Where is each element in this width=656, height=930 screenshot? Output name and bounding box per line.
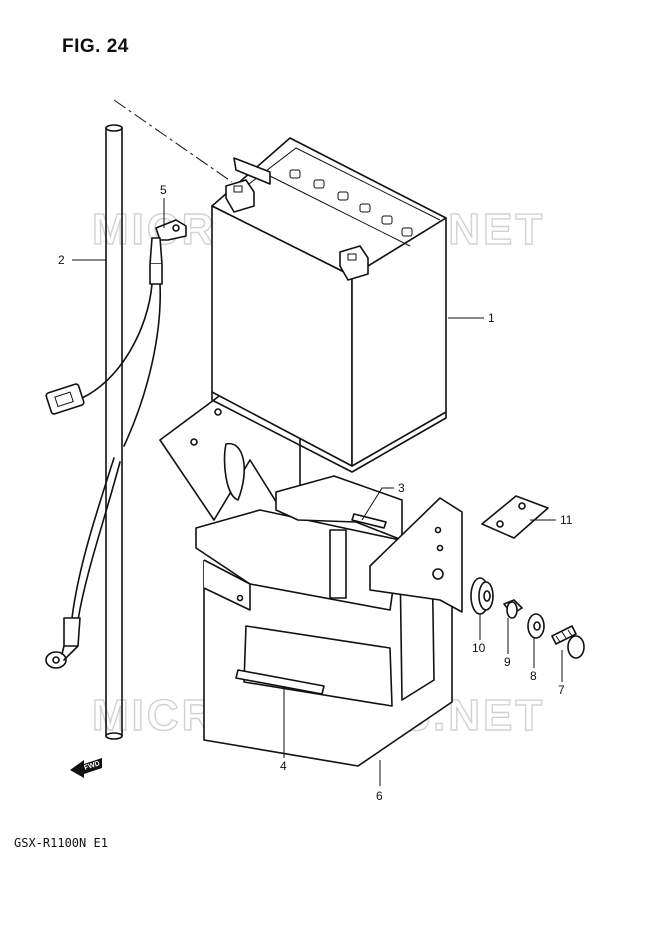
spacer (503, 599, 523, 619)
callout-7: 7 (558, 683, 565, 697)
battery-cushion (235, 669, 325, 695)
breather-hose (105, 124, 123, 740)
plate (481, 495, 549, 539)
callout-10: 10 (472, 641, 486, 655)
fwd-label: FWD (83, 760, 100, 772)
leader-lines (72, 198, 563, 786)
model-code: GSX-R1100N E1 (14, 836, 108, 850)
callout-1: 1 (488, 311, 495, 325)
alignment-line (113, 99, 233, 183)
callout-9: 9 (504, 655, 511, 669)
figure-title: FIG. 24 (62, 36, 129, 57)
battery-lead-wire (45, 219, 187, 669)
callout-5: 5 (160, 183, 167, 197)
washer (527, 613, 545, 639)
callout-3: 3 (398, 481, 405, 495)
battery-holder (159, 387, 463, 767)
callout-8: 8 (530, 669, 537, 683)
cushion-grommet (470, 577, 494, 615)
cushion-3 (351, 513, 387, 529)
fwd-arrow-icon: FWD (70, 758, 102, 778)
callout-11: 11 (560, 513, 573, 527)
screw (551, 625, 585, 659)
callout-6: 6 (376, 789, 383, 803)
callout-4: 4 (280, 759, 287, 773)
callout-2: 2 (58, 253, 65, 267)
battery (211, 137, 447, 473)
